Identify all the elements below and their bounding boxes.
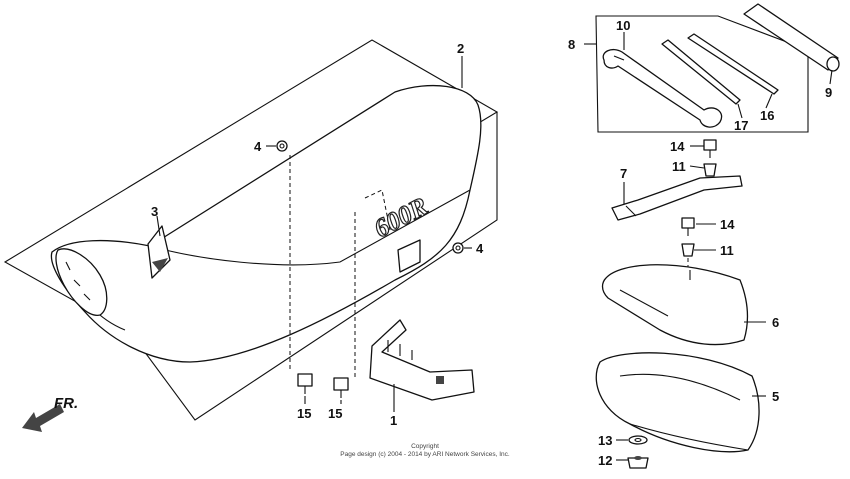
leader-11a [689, 165, 705, 169]
callout-12: 12 [598, 453, 612, 468]
nut-12 [627, 456, 649, 469]
fr-direction-text: FR. [54, 395, 78, 412]
callout-2: 2 [457, 41, 464, 56]
bolt-14-upper [703, 139, 717, 158]
callout-16: 16 [760, 108, 774, 123]
tool-kit-frame [595, 15, 809, 133]
seat-part: 600R [50, 84, 482, 363]
callout-5: 5 [772, 389, 779, 404]
callout-6: 6 [772, 315, 779, 330]
callout-7: 7 [620, 166, 627, 181]
callout-14-lower: 14 [720, 217, 735, 232]
leader-3 [156, 215, 161, 237]
callout-14-upper: 14 [670, 139, 685, 154]
bolt-14-lower [681, 217, 695, 236]
callout-13: 13 [598, 433, 612, 448]
leader-16 [765, 93, 773, 109]
washer-13 [628, 435, 648, 445]
callout-15-left: 15 [297, 406, 311, 421]
wrench-part-10 [602, 48, 723, 128]
leader-9 [829, 69, 833, 85]
seat-bracket-part [369, 319, 475, 401]
callout-8: 8 [568, 37, 575, 52]
callout-1: 1 [390, 413, 397, 428]
nut-4-lower [452, 242, 464, 254]
callout-9: 9 [825, 85, 832, 100]
callout-10: 10 [616, 18, 630, 33]
callout-15-right: 15 [328, 406, 342, 421]
plate-part-6 [601, 264, 749, 346]
callout-4-lower: 4 [476, 241, 484, 256]
leader-17 [737, 103, 743, 119]
seat-frame-lower [129, 112, 498, 421]
copyright-line-1: Copyright [411, 443, 439, 450]
bolt-15-left [297, 373, 313, 394]
callout-11-lower: 11 [720, 243, 734, 258]
nut-4-upper [276, 140, 288, 152]
holder-part-7 [611, 175, 743, 221]
collar-11-upper [703, 163, 717, 177]
bolt-15-right [333, 377, 349, 398]
extension-tube-part-9 [743, 3, 840, 72]
callout-17: 17 [734, 118, 748, 133]
bag-part-5 [595, 352, 760, 453]
callout-11-upper: 11 [672, 159, 686, 174]
collar-11-lower [681, 243, 695, 257]
screwdriver-part-17 [661, 39, 741, 105]
callout-3: 3 [151, 204, 158, 219]
screwdriver-part-16 [687, 33, 779, 95]
front-direction-arrow: FR. [22, 395, 78, 432]
callout-4-upper: 4 [254, 139, 262, 154]
copyright-line-2: Page design (c) 2004 - 2014 by ARI Netwo… [340, 451, 510, 458]
